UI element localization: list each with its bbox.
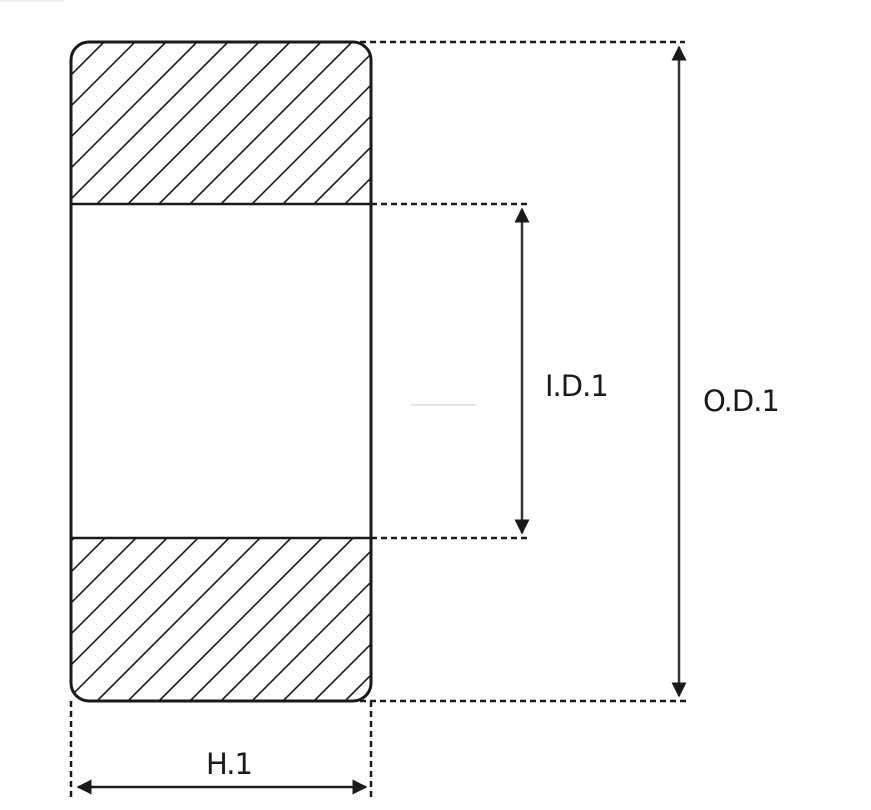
height-label: H.1	[206, 747, 253, 781]
bottom-hatch-section	[71, 538, 371, 701]
outer-diameter-label: O.D.1	[703, 384, 780, 418]
top-edge-strip	[0, 0, 64, 2]
bearing-outline	[69, 40, 373, 703]
inner-diameter-label: I.D.1	[545, 369, 609, 403]
top-hatch-section	[71, 42, 371, 204]
extension-lines	[69, 40, 687, 797]
